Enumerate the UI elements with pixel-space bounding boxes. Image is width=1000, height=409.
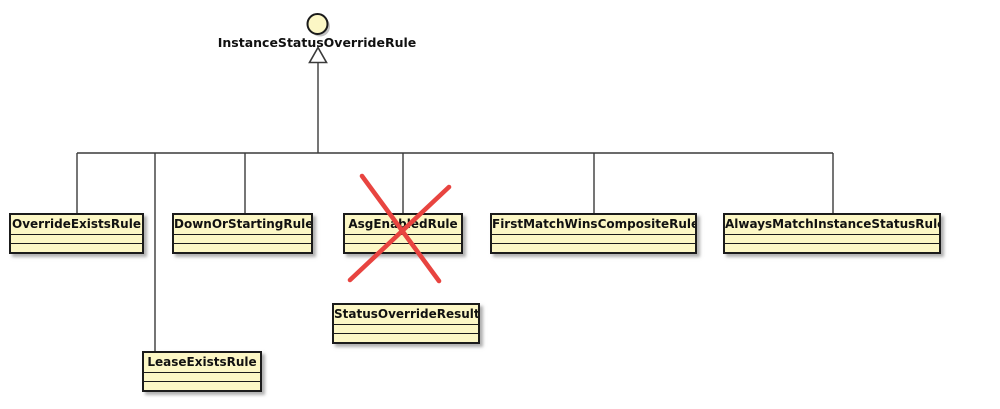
methods-compartment [11,243,142,252]
class-name: StatusOverrideResult [334,307,478,321]
methods-compartment [345,243,461,252]
interface-circle-icon [306,13,329,35]
attributes-compartment [725,234,939,243]
methods-compartment [492,243,695,252]
class-asg-enabled-rule: AsgEnabledRule [343,213,463,254]
class-name: OverrideExistsRule [12,217,141,231]
attributes-compartment [345,234,461,243]
class-first-match-wins-composite-rule: FirstMatchWinsCompositeRule [490,213,697,254]
attributes-compartment [492,234,695,243]
methods-compartment [334,333,478,342]
attributes-compartment [11,234,142,243]
methods-compartment [174,243,311,252]
interface-circle-shadow [310,16,330,37]
methods-compartment [144,381,260,390]
class-status-override-result: StatusOverrideResult [332,303,480,344]
attributes-compartment [144,372,260,381]
class-always-match-instance-status-rule: AlwaysMatchInstanceStatusRule [723,213,941,254]
class-down-or-starting-rule: DownOrStartingRule [172,213,313,254]
class-override-exists-rule: OverrideExistsRule [9,213,144,254]
class-name: DownOrStartingRule [174,217,311,231]
methods-compartment [725,243,939,252]
class-name: AlwaysMatchInstanceStatusRule [725,217,939,231]
class-name: LeaseExistsRule [147,355,257,369]
class-name: FirstMatchWinsCompositeRule [492,217,695,231]
class-lease-exists-rule: LeaseExistsRule [142,351,262,392]
interface-label: InstanceStatusOverrideRule [217,35,417,50]
attributes-compartment [334,324,478,333]
attributes-compartment [174,234,311,243]
class-name: AsgEnabledRule [348,217,458,231]
